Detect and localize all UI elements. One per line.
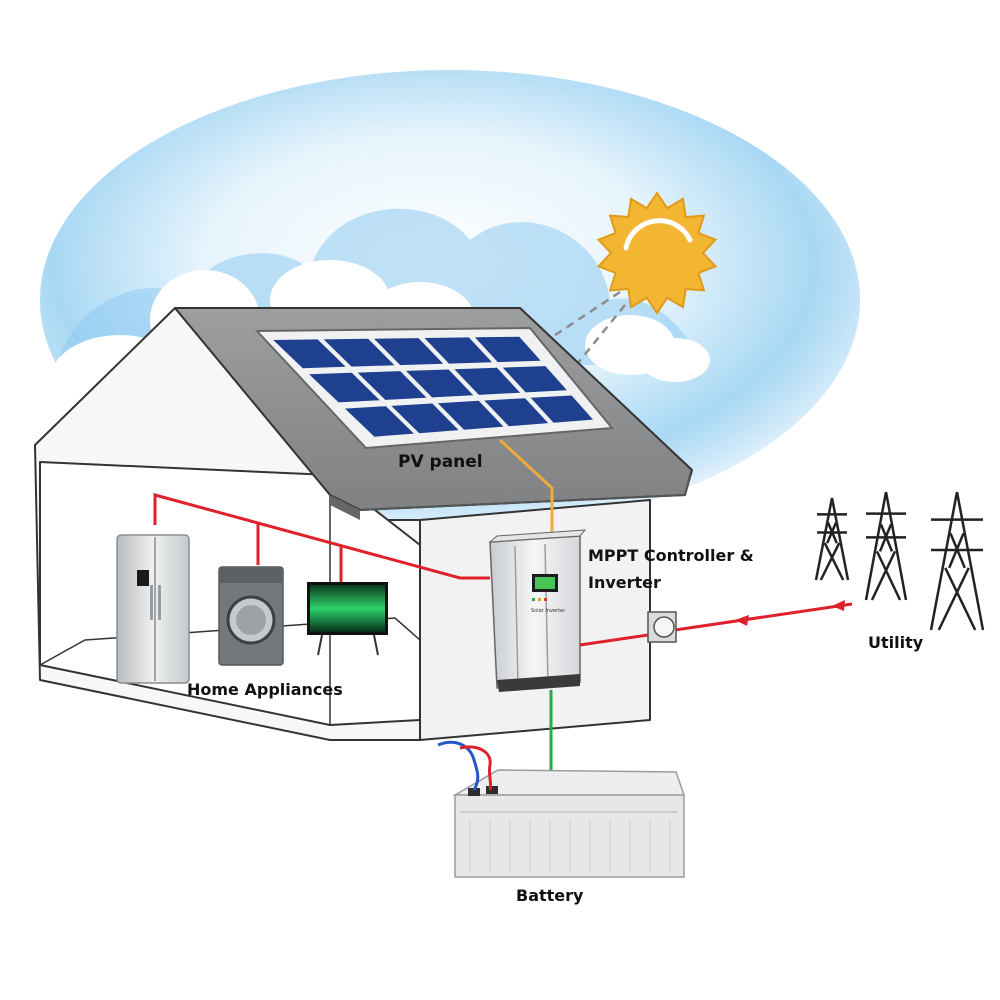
- solar-cells: [273, 336, 593, 437]
- inverter-screen-label: Solar Inverter: [531, 608, 566, 614]
- solar-cell: [406, 369, 474, 398]
- inverter-label-line1: MPPT Controller &: [588, 546, 754, 565]
- solar-cell: [273, 339, 346, 369]
- transmission-tower-icon: [814, 491, 985, 631]
- solar-cell: [502, 366, 567, 393]
- solar-cell: [374, 338, 444, 366]
- flow-arrow-icon: [735, 600, 845, 626]
- refrigerator-icon: [116, 534, 190, 684]
- solar-cell: [484, 398, 549, 427]
- washing-machine-icon: [218, 566, 284, 666]
- electric-meter-icon: [647, 611, 677, 643]
- utility-wiring: [579, 602, 853, 647]
- solar-cell: [345, 406, 414, 437]
- inverter-label-line2: Inverter: [588, 573, 661, 592]
- transmission-tower: [814, 497, 850, 581]
- sun-icon: [596, 191, 718, 315]
- solar-cell: [391, 403, 459, 434]
- inverter-label: MPPT Controller & Inverter: [588, 542, 754, 596]
- transmission-tower: [864, 491, 908, 601]
- pv-panel-label: PV panel: [398, 452, 483, 472]
- solar-cell: [424, 337, 492, 364]
- inverter-icon: Solar Inverter: [488, 529, 587, 692]
- battery-icon: [437, 740, 686, 878]
- solar-cell: [454, 367, 521, 395]
- appliances-label: Home Appliances: [187, 680, 343, 699]
- solar-cell: [323, 338, 395, 367]
- pv-panel: [254, 326, 614, 450]
- transmission-tower: [929, 491, 985, 631]
- solar-cell: [437, 400, 504, 430]
- solar-cell: [474, 336, 541, 363]
- battery-label: Battery: [516, 886, 584, 905]
- pv-wire: [498, 438, 554, 540]
- solar-cell: [309, 372, 380, 403]
- television-icon: [307, 582, 388, 656]
- solar-cell: [357, 371, 427, 400]
- appliance-wiring: [153, 493, 490, 582]
- solar-cell: [530, 395, 593, 423]
- utility-label: Utility: [868, 633, 924, 652]
